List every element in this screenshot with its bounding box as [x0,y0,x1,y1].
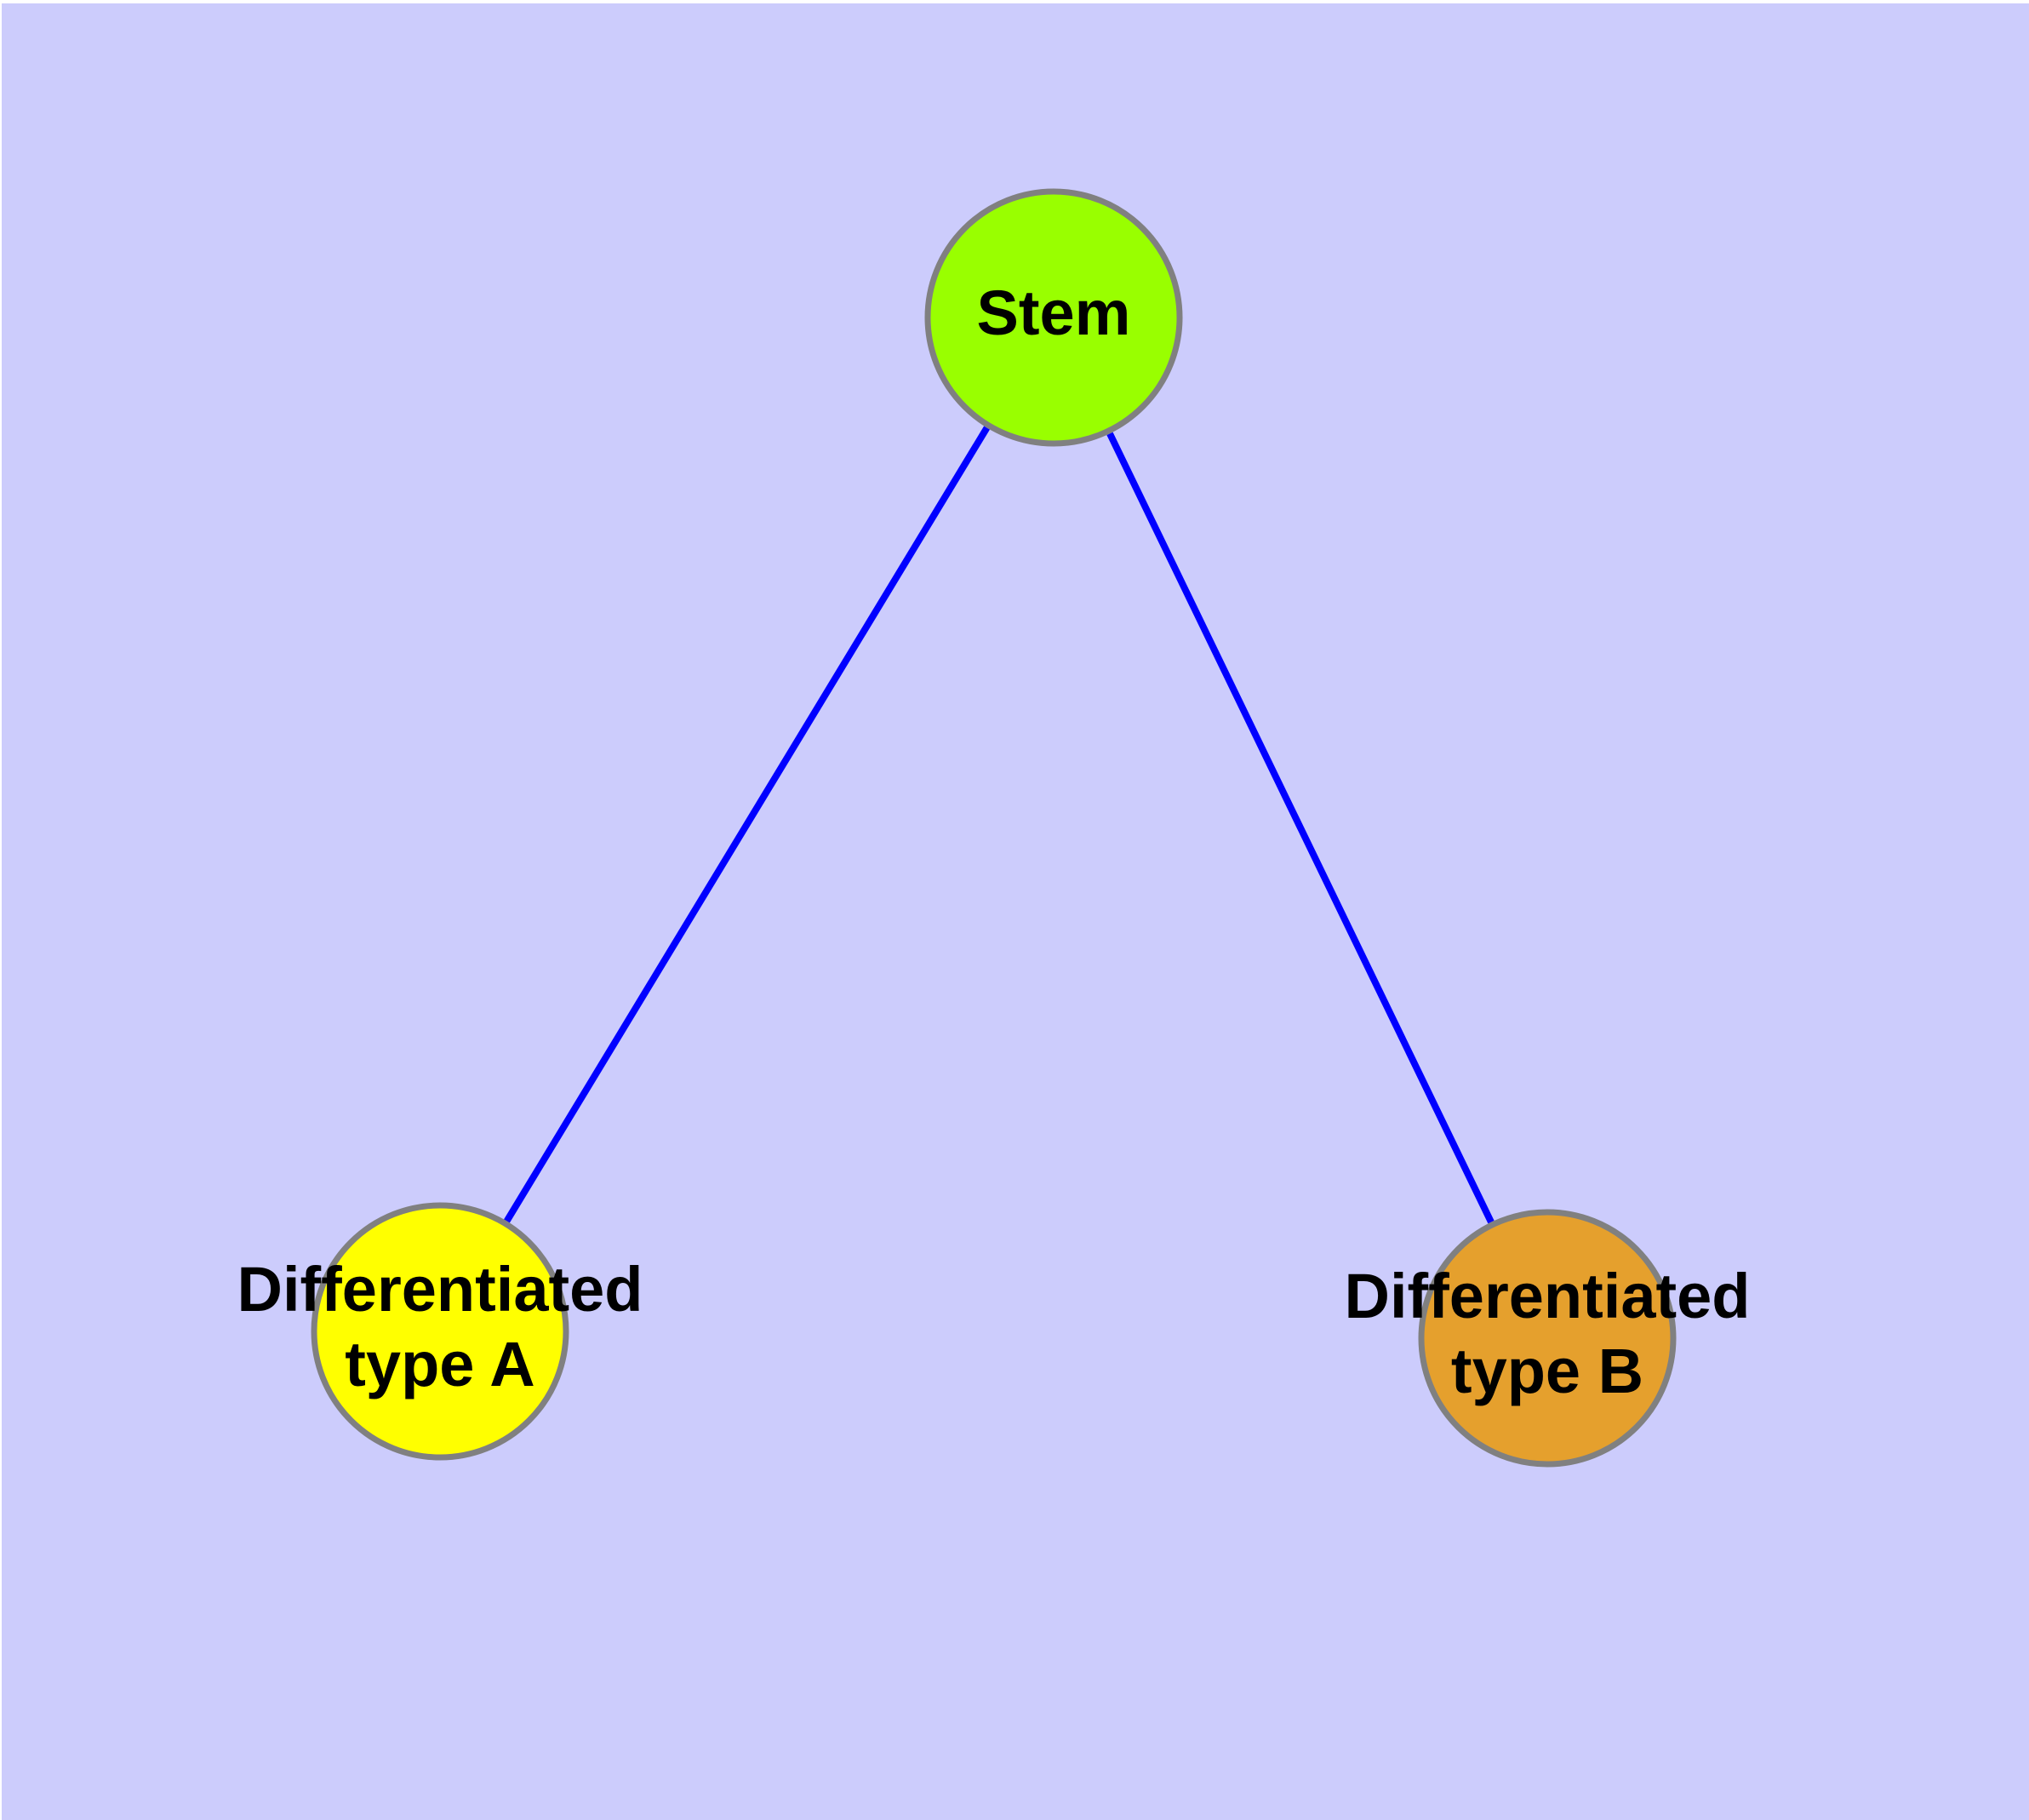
node-label-line: type B [1451,1336,1643,1406]
node-stem[interactable] [924,188,1183,447]
node-diff_b[interactable] [1418,1209,1677,1468]
node-layer [311,188,1677,1468]
node-label-line: type A [345,1329,534,1399]
edge-stem-diff-a [504,426,990,1223]
node-label-stem: Stem [977,278,1131,348]
edge-layer [504,426,1495,1224]
node-label-line: Differentiated [1345,1261,1751,1331]
node-label-line: Stem [977,278,1131,348]
node-label-line: Differentiated [237,1254,643,1325]
node-diff_a[interactable] [311,1202,569,1461]
edge-stem-diff-b [1106,432,1495,1224]
